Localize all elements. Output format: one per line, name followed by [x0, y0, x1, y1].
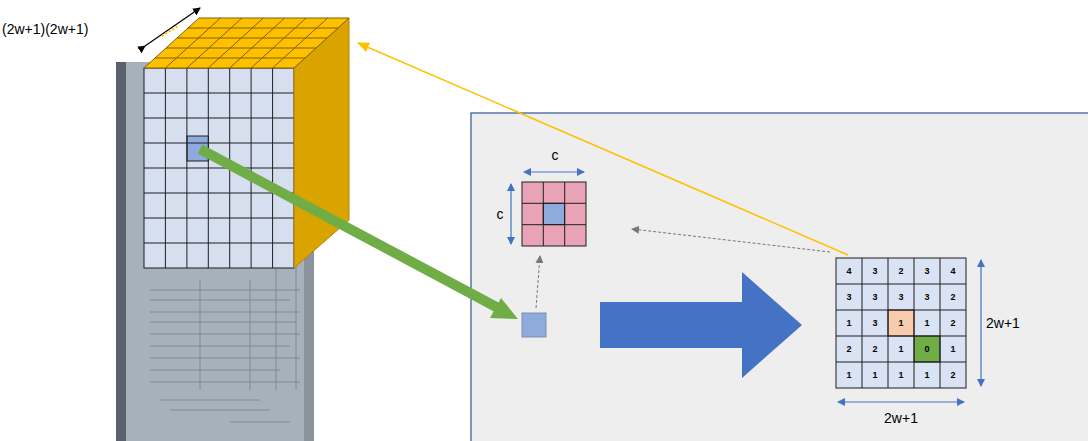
table-cell: 4	[836, 258, 862, 284]
table-cell: 1	[862, 362, 888, 388]
dimension-arrow	[524, 171, 584, 172]
dimension-label: 2w+1	[871, 409, 931, 427]
table-cell: 2	[862, 336, 888, 362]
table-cell: 3	[862, 310, 888, 336]
table-cell: 3	[914, 284, 940, 310]
dimension-label: c	[540, 146, 570, 164]
table-cell: 0	[914, 336, 940, 362]
table-cell: 2	[888, 258, 914, 284]
table-cell: 2	[940, 362, 966, 388]
table-cell: 1	[914, 362, 940, 388]
patch-square	[522, 313, 546, 337]
document-photo	[116, 62, 314, 441]
table-cell: 1	[914, 310, 940, 336]
table-cell: 3	[836, 284, 862, 310]
dimension-label: 2w+1	[986, 314, 1046, 332]
block-arrow	[600, 272, 802, 378]
table-cell: 3	[888, 284, 914, 310]
table-cell: 3	[914, 258, 940, 284]
feature-slab	[144, 8, 349, 268]
patch-grid	[144, 68, 294, 268]
dimension-arrow	[510, 184, 511, 244]
table-cell: 1	[836, 362, 862, 388]
table-cell: 1	[888, 310, 914, 336]
zoom-arrow	[200, 149, 518, 319]
dimension-label: (2w+1)(2w+1)	[2, 20, 138, 38]
table-cell: 1	[940, 336, 966, 362]
table-cell: 1	[888, 336, 914, 362]
table-cell: 2	[836, 336, 862, 362]
zoom-panel	[471, 113, 1088, 441]
table-cell: 1	[836, 310, 862, 336]
dimension-arrow	[980, 260, 981, 386]
dotted-arrow	[632, 229, 830, 252]
dotted-arrow	[536, 256, 540, 308]
table-cell: 1	[888, 362, 914, 388]
dimension-arrow	[838, 401, 964, 402]
table-cell: 3	[862, 258, 888, 284]
context-patch	[522, 182, 586, 246]
table-cell: 4	[940, 258, 966, 284]
table-cell: 2	[940, 284, 966, 310]
distance-grid	[836, 258, 966, 388]
dimension-label: c	[491, 205, 509, 223]
table-cell: 3	[862, 284, 888, 310]
feature-link	[358, 43, 848, 255]
table-cell: 2	[940, 310, 966, 336]
